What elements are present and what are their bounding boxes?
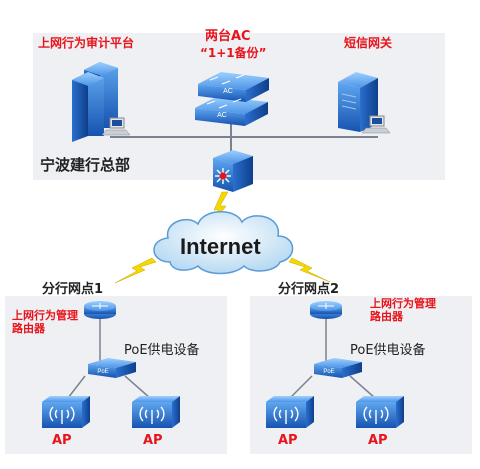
- branch1-ap-label-1: AP: [52, 433, 72, 448]
- sms-gateway-label: 短信网关: [344, 36, 393, 50]
- branch1-poe-switch-icon: [88, 358, 136, 378]
- branch2-poe-switch-icon: [314, 358, 362, 378]
- sms-gateway-server-icon: [338, 72, 391, 134]
- branch1-ap-icon-1: [42, 396, 90, 428]
- branch2-router-icon: [310, 301, 342, 319]
- branch1-ap-icon-2: [132, 396, 180, 428]
- branch2-router-label: 上网行为管理 路由器: [370, 297, 436, 323]
- branch2-ap-label-2: AP: [368, 433, 388, 448]
- hq-name-label: 宁波建行总部: [40, 156, 131, 174]
- ac-unit-text-1: AC: [223, 88, 233, 95]
- branch1-router-icon: [84, 301, 116, 319]
- ac-backup-label: “1+1备份”: [200, 46, 267, 60]
- branch2-poe-label: PoE供电设备: [350, 343, 426, 358]
- branch2-name: 分行网点2: [278, 282, 340, 297]
- ac-controller-stack-icon: [195, 72, 269, 126]
- branch1-name: 分行网点1: [42, 282, 104, 297]
- branch2-ap-icon-2: [356, 396, 404, 428]
- core-switch-icon: [213, 150, 253, 192]
- branch2-links: [289, 318, 376, 399]
- hq-links: [110, 122, 378, 152]
- branch1-ap-label-2: AP: [143, 433, 163, 448]
- internet-label: Internet: [180, 234, 261, 259]
- branch2-switch-text: PoE: [323, 369, 334, 375]
- ac-label: 两台AC: [205, 29, 251, 44]
- internet-cloud-icon: [153, 211, 294, 275]
- branch2-ap-icon-1: [266, 396, 314, 428]
- lightning-icon-branch2: [288, 257, 331, 283]
- audit-platform-label: 上网行为审计平台: [38, 36, 135, 50]
- branch1-links: [67, 318, 151, 399]
- branch1-poe-label: PoE供电设备: [124, 343, 200, 358]
- lightning-icon-branch1: [114, 257, 157, 284]
- branch1-switch-text: PoE: [97, 369, 108, 375]
- branch1-router-label: 上网行为管理 路由器: [12, 309, 78, 335]
- branch2-ap-label-1: AP: [278, 433, 298, 448]
- audit-server-icon: [72, 62, 131, 142]
- branch2-panel: [250, 296, 472, 454]
- ac-unit-text-2: AC: [217, 112, 227, 119]
